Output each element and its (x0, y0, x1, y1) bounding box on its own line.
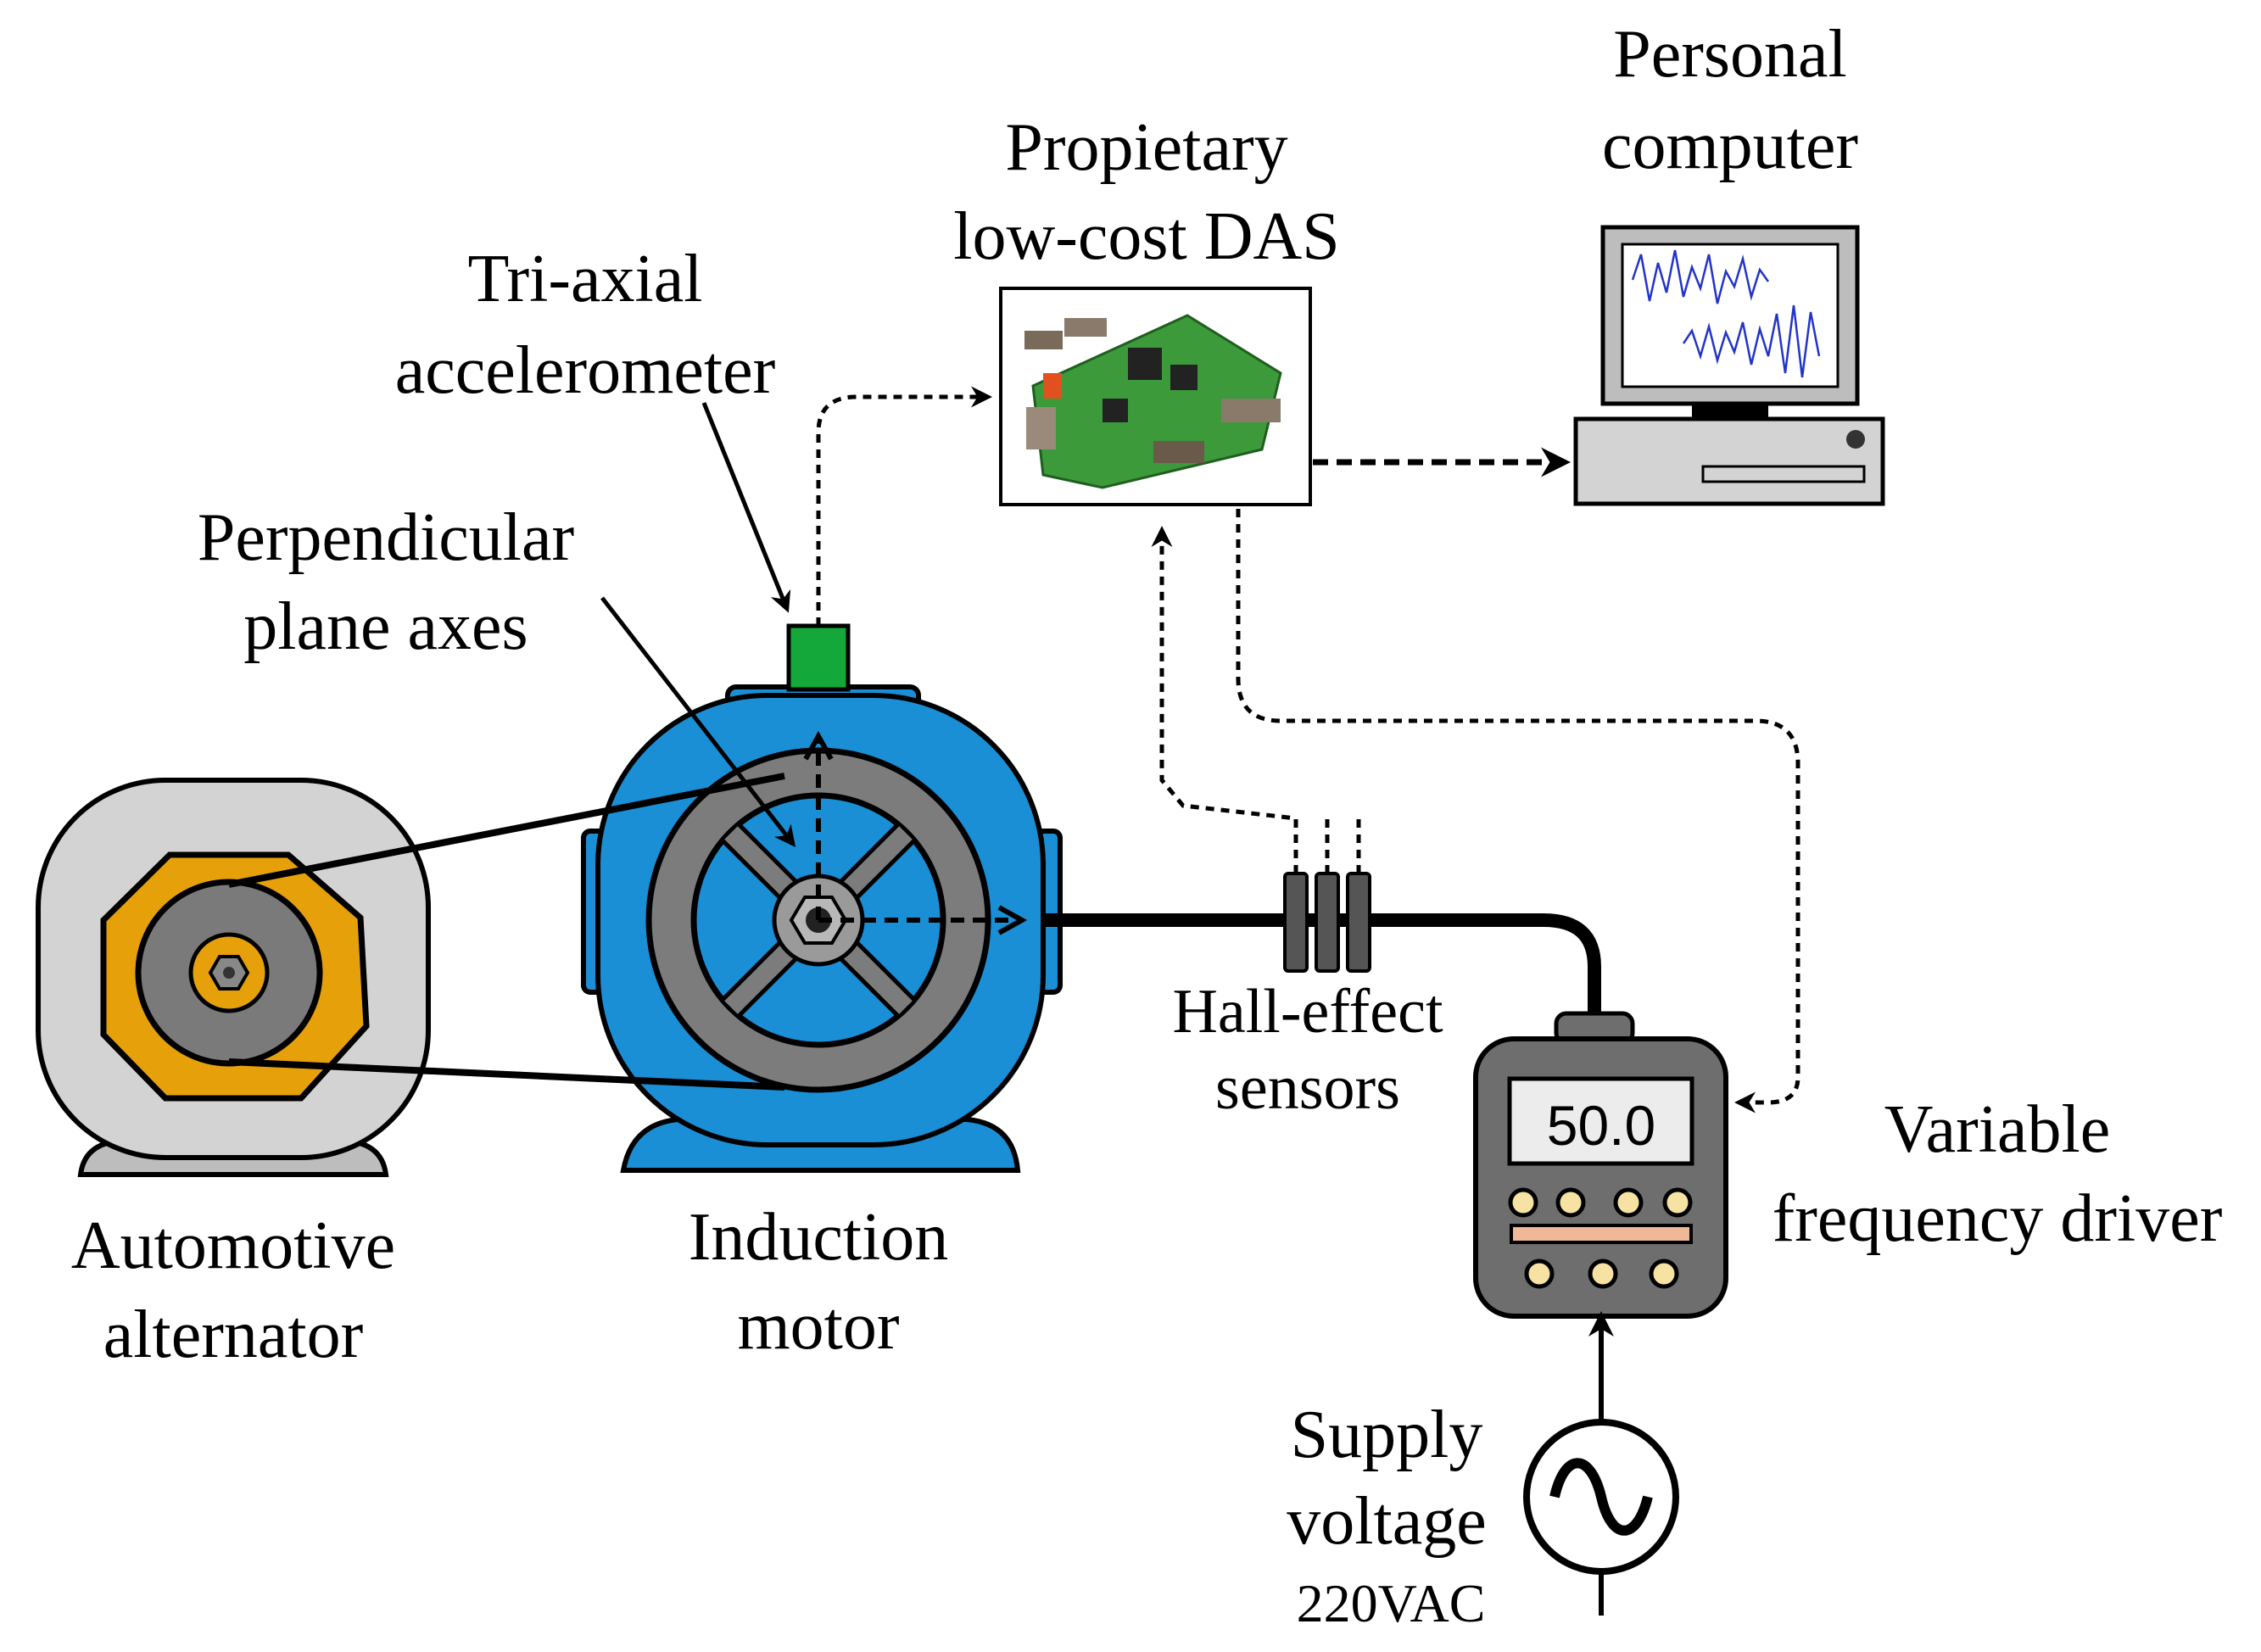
svg-text:Automotive: Automotive (71, 1208, 395, 1283)
svg-text:low-cost DAS: low-cost DAS (953, 199, 1340, 274)
svg-text:sensors: sensors (1215, 1053, 1400, 1123)
label-accelerometer: Tri-axial accelerometer (395, 242, 776, 408)
svg-text:voltage: voltage (1287, 1484, 1486, 1559)
svg-text:plane axes: plane axes (243, 589, 528, 664)
svg-text:Personal: Personal (1613, 17, 1847, 92)
power-cable (1043, 913, 1601, 1026)
svg-text:Tri-axial: Tri-axial (467, 242, 702, 316)
label-induction-motor: Induction motor (689, 1200, 949, 1364)
svg-text:220VAC: 220VAC (1297, 1573, 1486, 1633)
svg-text:Propietary: Propietary (1005, 110, 1287, 185)
accelerometer-block (786, 623, 851, 692)
svg-text:frequency driver: frequency driver (1773, 1181, 2223, 1256)
computer-icon (1573, 225, 1885, 506)
accelerometer-leader (701, 402, 791, 613)
label-supply: Supply voltage 220VAC (1287, 1398, 1486, 1633)
svg-text:Induction: Induction (689, 1200, 949, 1275)
drive-belt (228, 773, 785, 1091)
ac-source-icon (1523, 1311, 1679, 1616)
signal-lines (816, 386, 1800, 1113)
motor-icon (581, 684, 1063, 1173)
svg-text:Hall-effect: Hall-effect (1172, 977, 1443, 1046)
label-vfd: Variable frequency driver (1773, 1092, 2223, 1256)
vfd-icon (1473, 1011, 1728, 1319)
hall-sensor-icon (1283, 872, 1371, 973)
label-hall-sensors: Hall-effect sensors (1172, 977, 1443, 1123)
svg-text:accelerometer: accelerometer (395, 333, 776, 408)
svg-text:Variable: Variable (1884, 1092, 2111, 1167)
svg-text:motor: motor (737, 1289, 899, 1364)
das-board-image (999, 287, 1312, 506)
label-alternator: Automotive alternator (71, 1208, 395, 1372)
label-perpendicular-axes: Perpendicular plane axes (198, 500, 574, 664)
axes-leader (600, 596, 796, 847)
perpendicular-axes-arrows (818, 736, 1022, 920)
label-personal-computer: Personal computer (1602, 17, 1858, 183)
label-das: Propietary low-cost DAS (953, 110, 1340, 274)
alternator-icon (36, 778, 431, 1177)
svg-text:Supply: Supply (1291, 1398, 1483, 1472)
svg-text:Perpendicular: Perpendicular (198, 500, 574, 575)
svg-text:alternator: alternator (103, 1298, 363, 1372)
vfd-display-readout: 50.0 (1547, 1094, 1655, 1157)
svg-text:computer: computer (1602, 109, 1858, 183)
